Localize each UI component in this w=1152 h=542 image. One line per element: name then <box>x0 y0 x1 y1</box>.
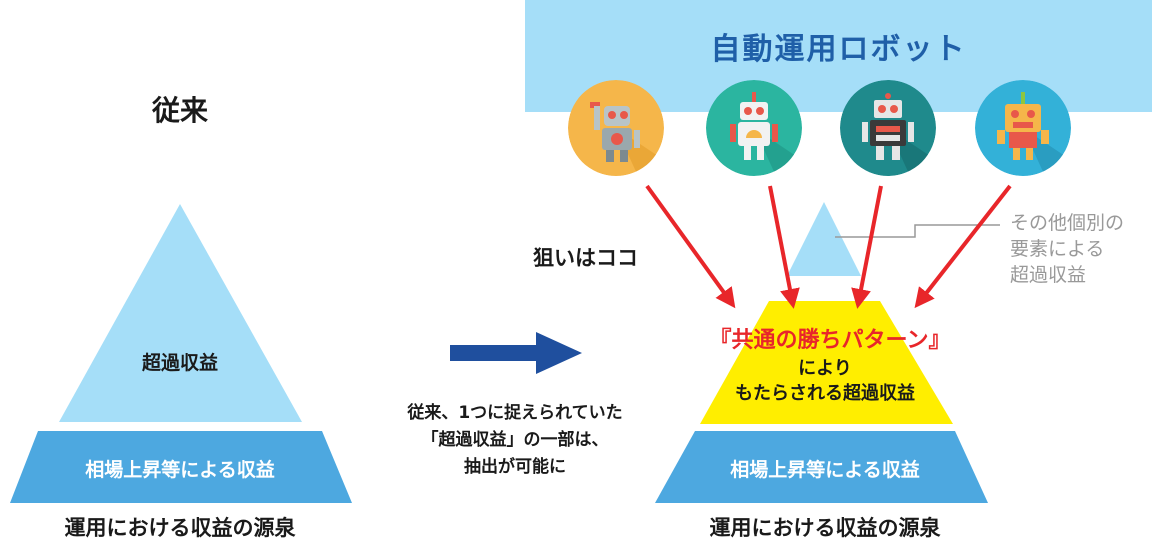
left-pyramid-top <box>59 204 302 422</box>
other-excess-label: その他個別の 要素による 超過収益 <box>1010 210 1150 288</box>
other-label-line-1: その他個別の <box>1010 212 1125 234</box>
robot-2-arrow <box>768 185 800 309</box>
highlight-line-1: により <box>798 358 852 379</box>
transition-arrow <box>450 332 582 374</box>
right-pyramid-base <box>655 431 988 503</box>
left-caption: 運用における収益の源泉 <box>64 516 296 540</box>
explanation-text: 従来、1つに捉えられていた 「超過収益」の一部は、 抽出が可能に <box>370 400 660 481</box>
other-label-line-3: 超過収益 <box>1010 264 1087 286</box>
highlight-body: により もたらされる超過収益 <box>700 356 950 406</box>
right-pyramid-highlight <box>700 301 953 424</box>
other-label-line-2: 要素による <box>1010 238 1105 260</box>
right-pyramid-top <box>787 202 861 276</box>
robot-banner-title: 自動運用ロボット <box>710 32 967 67</box>
explanation-line-3: 抽出が可能に <box>464 457 566 477</box>
left-pyramid-base-label: 相場上昇等による収益 <box>85 459 275 481</box>
highlight-line-2: もたらされる超過収益 <box>735 383 915 404</box>
left-pyramid-top-label: 超過収益 <box>141 352 218 374</box>
explanation-line-1: 従来、1つに捉えられていた <box>407 403 623 423</box>
explanation-line-2: 「超過収益」の一部は、 <box>421 430 609 450</box>
robot-arrows <box>645 184 1012 309</box>
target-label: 狙いはココ <box>533 246 638 270</box>
left-pyramid-base <box>10 431 352 503</box>
left-heading: 従来 <box>151 94 208 127</box>
robot-1-arrow <box>645 184 736 309</box>
right-pyramid-base-label: 相場上昇等による収益 <box>730 459 920 481</box>
other-label-leader <box>835 224 1000 238</box>
right-caption: 運用における収益の源泉 <box>709 516 941 540</box>
robot-3-icon <box>840 80 936 176</box>
robot-3-arrow <box>851 185 883 309</box>
highlight-title: 『共通の勝ちパターン』 <box>709 328 951 353</box>
robot-4-arrow <box>914 184 1012 309</box>
